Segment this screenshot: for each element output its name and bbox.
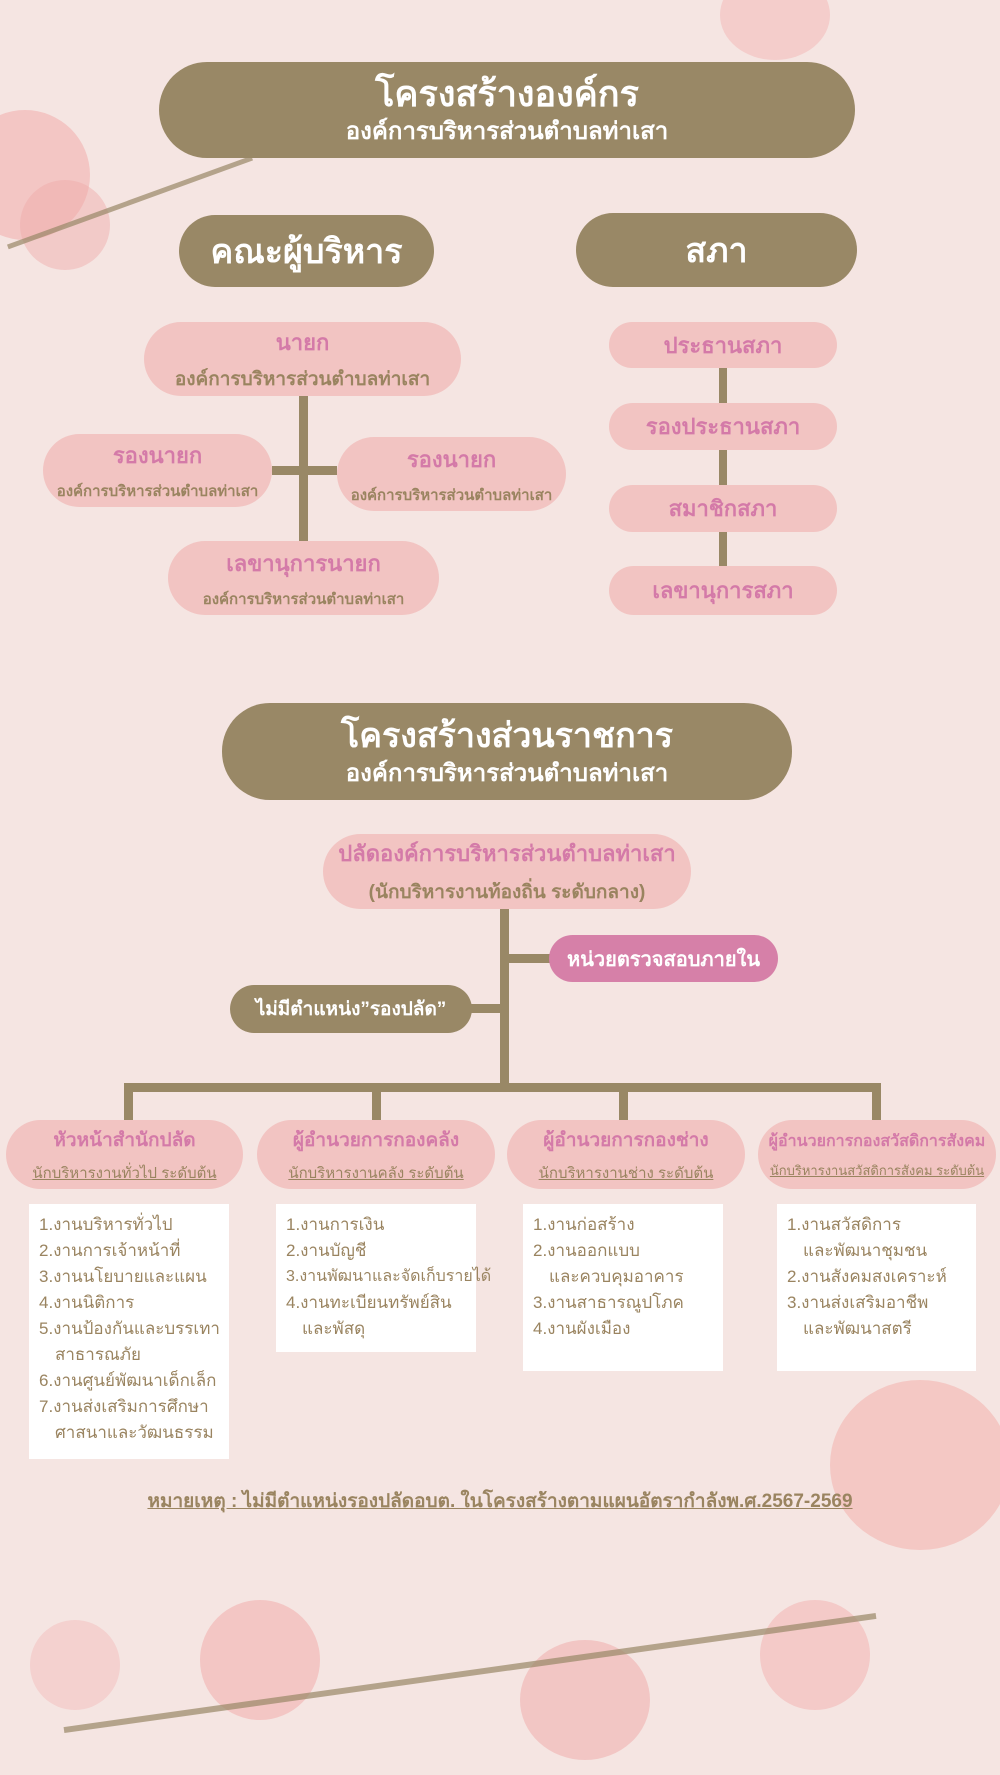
council-president-box: ประธานสภา (609, 322, 837, 368)
no-deputy-box: ไม่มีตำแหน่ง”รองปลัด” (230, 985, 472, 1033)
department-box: หัวหน้าสำนักปลัด นักบริหารงานทั่วไป ระดั… (6, 1120, 243, 1189)
deputy-mayor-right-box: รองนายก องค์การบริหารส่วนตำบลท่าเสา (337, 437, 566, 511)
connector-line (619, 1083, 628, 1123)
executive-heading: คณะผู้บริหาร (179, 215, 434, 287)
council-member-box: สมาชิกสภา (609, 485, 837, 532)
connector-line (500, 909, 509, 1091)
connector-line (505, 954, 550, 963)
internal-audit-box: หน่วยตรวจสอบภายใน (549, 935, 778, 982)
task-list: 1.งานก่อสร้าง 2.งานออกแบบ และควบคุมอาคาร… (523, 1204, 723, 1371)
deputy-mayor-left-box: รองนายก องค์การบริหารส่วนตำบลท่าเสา (43, 434, 272, 507)
task-list: 1.งานบริหารทั่วไป 2.งานการเจ้าหน้าที่ 3.… (29, 1204, 229, 1459)
blossom-decoration (30, 1620, 120, 1710)
department-box: ผู้อำนวยการกองสวัสดิการสังคม นักบริหารงา… (758, 1120, 996, 1189)
admin-subtitle: องค์การบริหารส่วนตำบลท่าเสา (345, 757, 669, 787)
connector-line (872, 1083, 881, 1123)
chief-administrator-box: ปลัดองค์การบริหารส่วนตำบลท่าเสา (นักบริห… (323, 834, 691, 909)
connector-line (272, 466, 337, 475)
admin-title-banner: โครงสร้างส่วนราชการ องค์การบริหารส่วนตำบ… (222, 703, 792, 800)
task-list: 1.งานการเงิน 2.งานบัญชี 3.งานพัฒนาและจัด… (276, 1204, 491, 1352)
council-vice-president-box: รองประธานสภา (609, 403, 837, 450)
connector-line (372, 1083, 381, 1123)
mayor-box: นายก องค์การบริหารส่วนตำบลท่าเสา (144, 322, 461, 396)
blossom-decoration (720, 0, 830, 60)
department-box: ผู้อำนวยการกองคลัง นักบริหารงานคลัง ระดั… (257, 1120, 495, 1189)
connector-line (470, 1004, 505, 1013)
task-list: 1.งานสวัสดิการ และพัฒนาชุมชน 2.งานสังคมส… (777, 1204, 976, 1371)
connector-line (719, 340, 727, 590)
branch-decoration (63, 1612, 877, 1734)
department-box: ผู้อำนวยการกองช่าง นักบริหารงานช่าง ระดั… (507, 1120, 745, 1189)
connector-line (124, 1083, 881, 1092)
blossom-decoration (830, 1380, 1000, 1550)
admin-title: โครงสร้างส่วนราชการ (340, 715, 674, 756)
council-heading: สภา (576, 213, 857, 287)
mayor-secretary-box: เลขานุการนายก องค์การบริหารส่วนตำบลท่าเส… (168, 541, 439, 615)
page-title: โครงสร้างองค์กร (375, 73, 639, 115)
page-title-banner: โครงสร้างองค์กร องค์การบริหารส่วนตำบลท่า… (159, 62, 855, 158)
council-secretary-box: เลขานุการสภา (609, 566, 837, 615)
footnote: หมายเหตุ : ไม่มีตำแหน่งรองปลัดอบต. ในโคร… (147, 1491, 853, 1512)
connector-line (124, 1083, 133, 1123)
page-subtitle: องค์การบริหารส่วนตำบลท่าเสา (345, 116, 669, 145)
